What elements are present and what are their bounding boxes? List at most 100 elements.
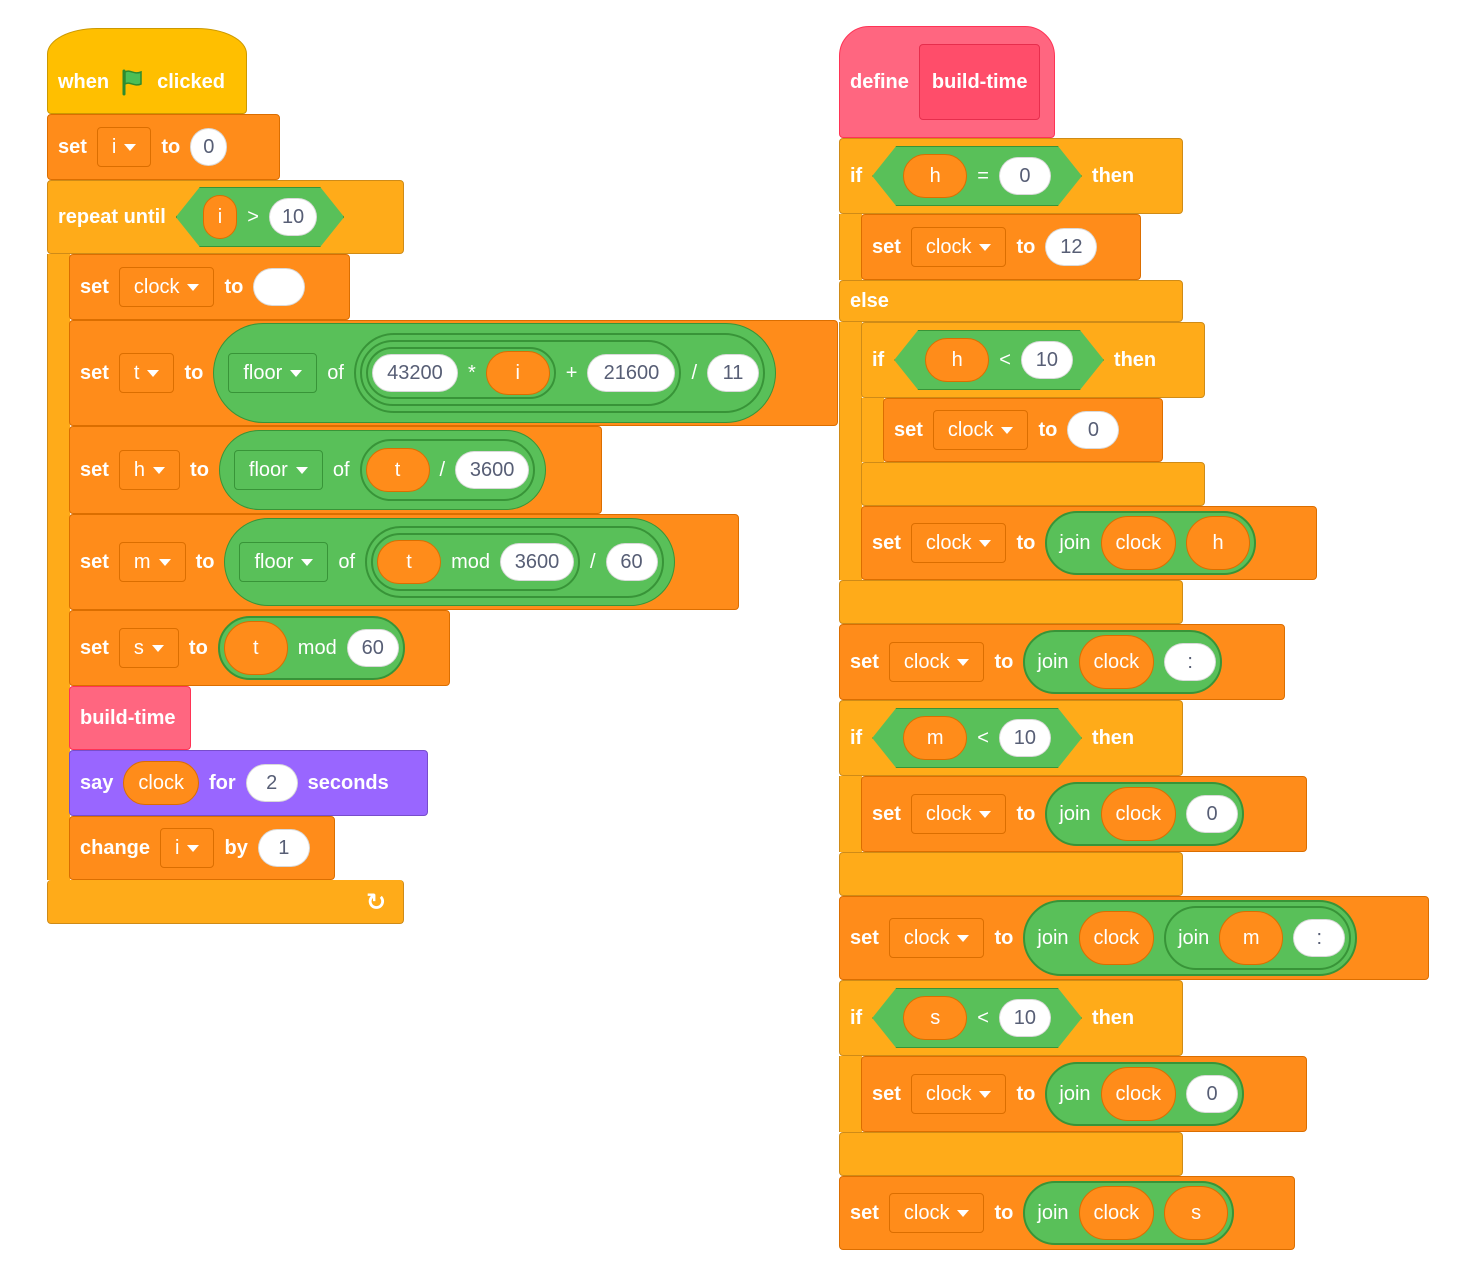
when-flag-clicked-block[interactable]: when clicked <box>47 28 247 114</box>
variable-dropdown[interactable]: clock <box>910 1074 1007 1114</box>
variable-dropdown[interactable]: clock <box>888 642 985 682</box>
value-input[interactable]: 0 <box>1186 1075 1239 1113</box>
variable-reporter[interactable]: s <box>1164 1186 1229 1240</box>
less-than-condition[interactable]: m < 10 <box>872 708 1082 768</box>
variable-dropdown[interactable]: clock <box>932 410 1029 450</box>
variable-reporter[interactable]: m <box>903 716 967 760</box>
value-input[interactable]: 0 <box>190 128 228 166</box>
variable-reporter[interactable]: s <box>903 996 967 1040</box>
floor-of-operator[interactable]: floor of t mod 3600 / 60 <box>224 518 675 606</box>
join-operator[interactable]: join clock 0 <box>1045 782 1245 846</box>
if-block[interactable]: if s < 10 then <box>839 980 1183 1056</box>
math-function-dropdown[interactable]: floor <box>233 450 323 490</box>
variable-reporter[interactable]: t <box>223 621 288 675</box>
join-operator[interactable]: join clock h <box>1045 511 1257 575</box>
multiply-operator[interactable]: 43200 * i <box>365 347 556 399</box>
variable-reporter[interactable]: clock <box>1100 787 1177 841</box>
value-input[interactable]: 21600 <box>587 354 676 392</box>
variable-dropdown[interactable]: clock <box>888 918 985 958</box>
set-clock-join-block[interactable]: set clock to join clock 0 <box>861 776 1307 852</box>
variable-reporter[interactable]: clock <box>1078 911 1155 965</box>
join-operator[interactable]: join clock join m : <box>1023 900 1358 976</box>
set-clock-join-block[interactable]: set clock to join clock s <box>839 1176 1295 1250</box>
floor-of-operator[interactable]: floor of 43200 * i + 21600 / 11 <box>213 323 776 423</box>
less-than-condition[interactable]: s < 10 <box>872 988 1082 1048</box>
value-input[interactable]: 43200 <box>371 354 458 392</box>
variable-reporter[interactable]: t <box>377 540 442 584</box>
set-clock-block[interactable]: set clock to 12 <box>861 214 1141 280</box>
variable-reporter[interactable]: t <box>365 448 430 492</box>
value-input[interactable] <box>253 268 306 306</box>
variable-reporter[interactable]: h <box>925 338 989 382</box>
join-operator[interactable]: join clock : <box>1023 630 1223 694</box>
variable-reporter[interactable]: clock <box>1078 1186 1155 1240</box>
value-input[interactable]: 3600 <box>455 451 530 489</box>
custom-block-prototype[interactable]: build-time <box>918 44 1041 120</box>
value-input[interactable]: 10 <box>999 719 1051 757</box>
variable-dropdown[interactable]: i <box>96 127 152 167</box>
equals-condition[interactable]: h = 0 <box>872 146 1082 206</box>
variable-dropdown[interactable]: s <box>118 628 179 668</box>
value-input[interactable]: 2 <box>245 764 298 802</box>
value-input[interactable]: : <box>1293 919 1346 957</box>
value-input[interactable]: : <box>1164 643 1217 681</box>
divide-operator[interactable]: t / 3600 <box>359 439 536 501</box>
set-clock-block[interactable]: set clock to <box>69 254 350 320</box>
mod-operator[interactable]: t mod 60 <box>217 616 405 680</box>
if-block[interactable]: if m < 10 then <box>839 700 1183 776</box>
mod-operator[interactable]: t mod 3600 <box>371 533 580 591</box>
variable-dropdown[interactable]: t <box>118 353 175 393</box>
join-operator[interactable]: join clock 0 <box>1045 1062 1245 1126</box>
join-operator[interactable]: join clock s <box>1023 1181 1235 1245</box>
variable-reporter[interactable]: i <box>485 351 550 395</box>
set-h-block[interactable]: set h to floor of t / 3600 <box>69 426 602 514</box>
value-input[interactable]: 1 <box>257 829 310 867</box>
variable-reporter[interactable]: h <box>1186 516 1251 570</box>
value-input[interactable]: 60 <box>346 629 399 667</box>
variable-reporter[interactable]: h <box>903 154 967 198</box>
set-clock-join-block[interactable]: set clock to join clock 0 <box>861 1056 1307 1132</box>
value-input[interactable]: 60 <box>605 543 658 581</box>
set-clock-nested-join-block[interactable]: set clock to join clock join m : <box>839 896 1429 980</box>
value-input[interactable]: 12 <box>1045 228 1098 266</box>
value-input[interactable]: 11 <box>707 354 759 392</box>
set-clock-join-block[interactable]: set clock to join clock : <box>839 624 1285 700</box>
variable-dropdown[interactable]: clock <box>118 267 215 307</box>
value-input[interactable]: 10 <box>1021 341 1073 379</box>
define-block[interactable]: define build-time <box>839 26 1055 138</box>
variable-dropdown[interactable]: clock <box>910 523 1007 563</box>
variable-reporter[interactable]: clock <box>1100 1067 1177 1121</box>
value-input[interactable]: 3600 <box>499 543 574 581</box>
variable-dropdown[interactable]: m <box>118 542 186 582</box>
floor-of-operator[interactable]: floor of t / 3600 <box>218 430 547 510</box>
change-i-block[interactable]: change i by 1 <box>69 816 335 880</box>
divide-operator[interactable]: t mod 3600 / 60 <box>365 526 664 598</box>
build-time-call-block[interactable]: build-time <box>69 686 191 750</box>
set-clock-block[interactable]: set clock to 0 <box>883 398 1163 462</box>
math-function-dropdown[interactable]: floor <box>239 542 329 582</box>
variable-dropdown[interactable]: clock <box>910 227 1007 267</box>
variable-reporter[interactable]: m <box>1219 911 1284 965</box>
variable-reporter[interactable]: clock <box>1078 635 1155 689</box>
value-input[interactable]: 10 <box>999 999 1051 1037</box>
value-input[interactable]: 10 <box>269 198 317 236</box>
variable-dropdown[interactable]: clock <box>910 794 1007 834</box>
variable-dropdown[interactable]: clock <box>888 1193 985 1233</box>
value-input[interactable]: 0 <box>1186 795 1239 833</box>
set-clock-join-block[interactable]: set clock to join clock h <box>861 506 1317 580</box>
math-function-dropdown[interactable]: floor <box>228 353 318 393</box>
set-t-block[interactable]: set t to floor of 43200 * i + 21600 / 11 <box>69 320 838 426</box>
divide-operator[interactable]: 43200 * i + 21600 / 11 <box>353 333 765 413</box>
variable-reporter[interactable]: clock <box>123 761 199 805</box>
inner-if-block[interactable]: if h < 10 then <box>861 322 1205 398</box>
set-i-block[interactable]: set i to 0 <box>47 114 280 180</box>
inner-join-operator[interactable]: join m : <box>1164 906 1352 970</box>
less-than-condition[interactable]: h < 10 <box>894 330 1104 390</box>
variable-reporter[interactable]: clock <box>1100 516 1177 570</box>
set-m-block[interactable]: set m to floor of t mod 3600 / 60 <box>69 514 739 610</box>
greater-than-condition[interactable]: i > 10 <box>176 187 344 247</box>
value-input[interactable]: 0 <box>999 157 1051 195</box>
variable-dropdown[interactable]: h <box>118 450 181 490</box>
set-s-block[interactable]: set s to t mod 60 <box>69 610 450 686</box>
if-else-block[interactable]: if h = 0 then <box>839 138 1183 214</box>
